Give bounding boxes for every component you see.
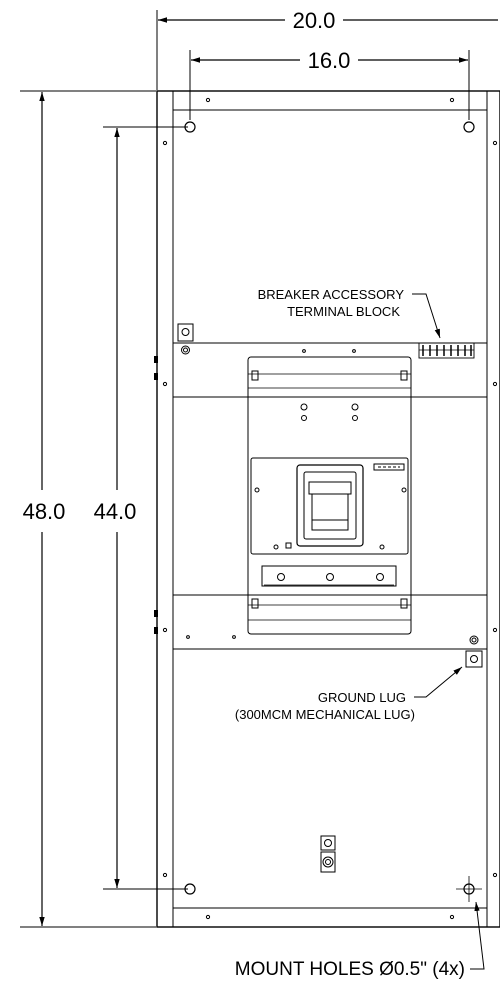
overall-height-label: 48.0 [23, 499, 66, 524]
hinge-details [154, 356, 158, 634]
accessory-label-line1: BREAKER ACCESSORY [258, 287, 405, 302]
ground-label-line1: GROUND LUG [318, 690, 406, 705]
top-terminal-lug [177, 323, 194, 355]
dimension-overall-width: 20.0 [156, 8, 498, 90]
accessory-label-line2: TERMINAL BLOCK [287, 304, 400, 319]
mount-holes [184, 121, 482, 902]
mount-width-label: 16.0 [308, 48, 351, 73]
callout-ground: GROUND LUG (300MCM MECHANICAL LUG) [235, 666, 463, 722]
ground-lug [465, 635, 483, 668]
ground-label-line2: (300MCM MECHANICAL LUG) [235, 707, 415, 722]
callout-accessory: BREAKER ACCESSORY TERMINAL BLOCK [258, 287, 441, 339]
bottom-lug [320, 835, 336, 873]
enclosure-body [156, 90, 500, 928]
mount-height-label: 44.0 [94, 499, 137, 524]
screw-dots [162, 97, 498, 920]
accessory-terminal-block [418, 342, 475, 359]
dimension-mount-height: 44.0 [94, 126, 188, 890]
dimension-mount-width: 16.0 [189, 48, 470, 120]
overall-width-label: 20.0 [293, 8, 336, 33]
circuit-breaker [247, 356, 412, 635]
mount-holes-label: MOUNT HOLES Ø0.5" (4x) [235, 959, 465, 980]
dimension-overall-height: 48.0 [20, 90, 156, 928]
callout-mount-holes: MOUNT HOLES Ø0.5" (4x) [235, 901, 485, 980]
